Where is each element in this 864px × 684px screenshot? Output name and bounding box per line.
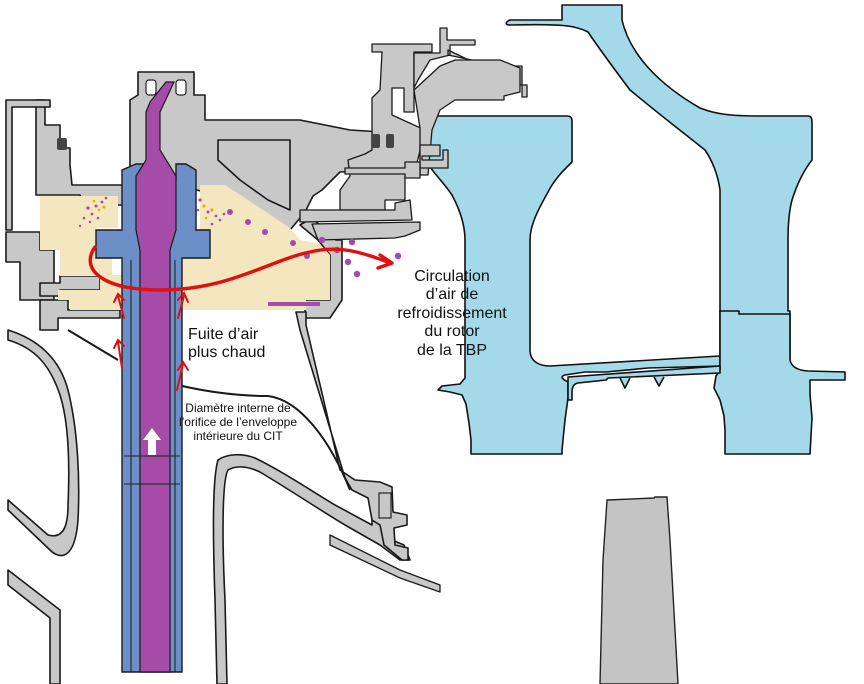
stator-vane (599, 496, 679, 684)
leak-arrow-icon (176, 360, 189, 391)
hp-shaft (95, 81, 211, 673)
particle-trail (227, 209, 402, 278)
vane-support-arc (413, 59, 521, 176)
orifice-diameter-label: Diamètre interne de l’orifice de l’envel… (174, 401, 302, 443)
leak-arrow-icon (113, 338, 125, 369)
seal-coating-strip (268, 302, 320, 306)
rotor-side-seal (299, 199, 413, 223)
cooling-flow-arrowhead-icon (376, 253, 394, 270)
inner-boss (217, 139, 291, 211)
label-line: refroidissement (397, 304, 507, 322)
cooling-flow-curve (88, 245, 390, 292)
left-rotor-disk (427, 115, 721, 455)
lower-structures (7, 311, 441, 684)
seal-bar-lower (311, 221, 421, 241)
shaft-inner-core (135, 81, 177, 673)
upward-flow-arrow-icon (143, 428, 161, 455)
bolt-slot (175, 79, 187, 96)
knife-edge-seal (619, 376, 665, 389)
leak-line (67, 329, 119, 361)
cit-inner-casing (212, 453, 411, 684)
label-line: d’air de (425, 286, 479, 304)
particle-cloud-left (78, 196, 108, 228)
label-line: plus chaud (188, 344, 266, 362)
seal-element (57, 138, 67, 150)
bolt-slot (145, 79, 157, 96)
left-lower-strut (7, 569, 61, 684)
right-rotor-disk (713, 310, 846, 455)
interstage-seal (567, 365, 721, 401)
hot-air-leak-label: Fuite d’air plus chaud (188, 326, 278, 363)
cooling-circulation-label: Circulation d’air de refroidissement du … (390, 268, 514, 360)
label-line: Circulation (414, 268, 490, 285)
casing-lower-plate (39, 299, 121, 331)
left-curved-duct (7, 329, 80, 557)
leak-arrow-icon (113, 292, 125, 319)
seal-element (372, 134, 380, 148)
radial-pin (344, 161, 421, 179)
cooling-cavity (40, 185, 330, 310)
bolt-boss (378, 492, 392, 519)
seal-element (386, 134, 394, 148)
lower-right-plate (329, 534, 441, 593)
label-line: Fuite d’air (188, 326, 259, 343)
orifice-line (181, 385, 351, 491)
leak-arrow-icon (177, 291, 189, 319)
label-line: intérieure du CIT (193, 428, 283, 443)
particle-cloud-right (196, 198, 226, 226)
hot-air-leak-arrows (113, 291, 189, 391)
seal-small-tab (419, 144, 449, 169)
label-line: l’orifice de l’enveloppe (178, 414, 298, 429)
hp-turbine-rotor (427, 4, 846, 455)
label-line: Diamètre interne de (185, 401, 291, 415)
label-line: de la TBP (417, 341, 487, 359)
upper-right-seal-arm (413, 27, 528, 98)
label-line: du rotor (424, 323, 480, 341)
casing-upper-bar (5, 99, 51, 231)
